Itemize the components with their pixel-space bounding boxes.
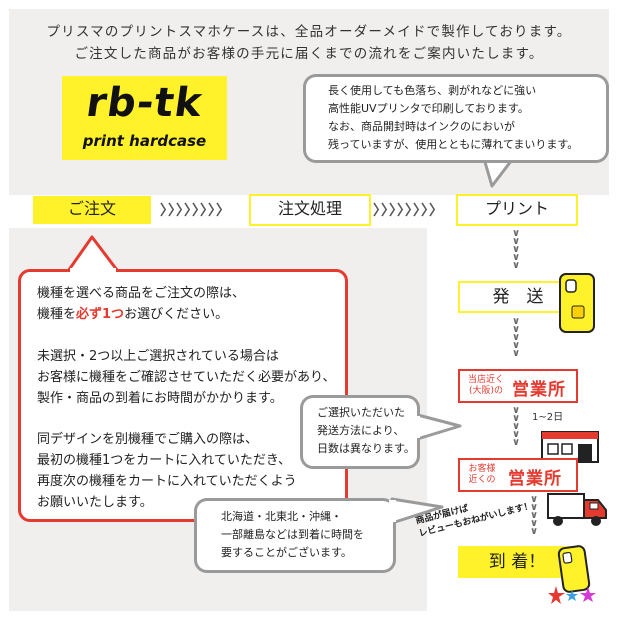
origin-office-name: 営業所 [512,380,566,400]
remote-line-3: 要することがございます。 [221,546,352,559]
print-info-line-2: 高性能UVプリンタで印刷しております。 [328,102,529,115]
transit-days: 1~2日 [532,412,564,423]
method-line-3: 日数は異なります。 [317,442,415,455]
order-note-tail [64,235,122,274]
chevrons-2: 〉〉〉〉〉〉〉〉 [373,203,444,219]
down-chevrons-1: ∨∨∨∨∨ [511,228,521,271]
step-processing: 注文処理 [249,194,371,226]
order-note-emphasis: 必ず1つ [76,307,125,322]
origin-office-box: 当店近く (大阪)の 営業所 [458,369,578,403]
down-chevrons-3: ∨∨∨∨∨ [511,405,521,448]
method-line-2: 発送方法により、 [317,424,405,437]
sparkle-stars-icon [548,586,596,604]
origin-office-label-2: (大阪)の [468,386,504,396]
order-note-p1a: 機種を選べる商品をご注文の際は、 [37,286,246,301]
header-line-2: ご注文した商品がお客様の手元に届くまでの流れをご案内いたします。 [74,46,544,62]
remote-bubble-tail [390,497,444,525]
print-info-line-4: 残っていますが、使用とともに薄れてまいります。 [328,138,579,151]
order-note-p3a: 同デザインを別機種でご購入の際は、 [37,432,259,447]
print-info-bubble: 長く使用しても色落ち、剥がれなどに強い 高性能UVプリンタで印刷しております。 … [306,77,606,160]
remote-bubble-seam [389,500,396,522]
origin-office-label-1: 当店近く [467,375,504,385]
order-note-seam [70,268,116,273]
brand-logo: rb-tk print hardcase [62,76,227,160]
order-note-p3c: 再度次の機種をカートに入れていただくよう [37,474,297,489]
order-note-p2a: 未選択・2つ以上ご選択されている場合は [37,349,279,364]
remote-line-2: 一部離島などは到着に時間を [221,528,364,541]
header-line-1: プリスマのプリントスマホケースは、全品オーダーメイドで製作しております。 [46,24,572,40]
phone-case-icon [559,273,595,333]
building-icon [541,431,599,463]
logo-sub-text: print hardcase [82,132,207,150]
step-ship: 発 送 [458,281,578,313]
chevrons-1: 〉〉〉〉〉〉〉〉 [160,203,231,219]
delivery-truck-icon [547,493,607,526]
order-note-p3b: 最初の機種1つをカートに入れていただき、 [37,453,291,468]
destination-office-name: 営業所 [508,469,562,489]
method-line-1: ご選択いただいた [317,406,405,419]
method-bubble: ご選択いただいた 発送方法により、 日数は異なります。 [303,398,417,466]
step-arrive: 到 着！ [458,546,576,578]
remote-line-1: 北海道・北東北・沖縄・ [221,510,342,523]
order-note-box: 機種を選べる商品をご注文の際は、 機種を必ず1つお選びください。 未選択・2つ以… [18,269,348,522]
order-note-p2b: お客様に機種をご確認させていただく必要があり、 [37,370,336,385]
phone-case-icon-arrive [557,545,591,593]
print-info-line-1: 長く使用しても色落ち、剥がれなどに強い [328,84,537,97]
print-info-line-3: なお、商品開封時はインクのにおいが [328,120,515,133]
destination-office-label-2: 近くの [468,475,496,485]
order-note-p1b-post: お選びください。 [124,307,229,322]
order-note-p1b-pre: 機種を [37,307,77,322]
remote-area-bubble: 北海道・北東北・沖縄・ 一部離島などは到着に時間を 要することがございます。 [197,501,393,570]
order-note-p3d: お願いいたします。 [37,495,153,510]
step-print: プリント [456,194,578,226]
logo-main-text: rb-tk [83,80,206,126]
destination-office-box: お客様 近くの 営業所 [458,458,578,492]
down-chevrons-2: ∨∨∨∨∨ [511,316,521,359]
bubble-seam [483,154,515,160]
step-order: ご注文 [33,196,151,224]
order-note-p2c: 製作・商品の到着にお時間がかかります。 [37,391,283,406]
down-chevrons-4: ∨∨∨∨∨ [529,494,539,537]
method-bubble-seam [413,416,420,438]
order-note-p1b: 機種を必ず1つお選びください。 [37,305,228,326]
destination-office-label-1: お客様 [468,464,496,474]
